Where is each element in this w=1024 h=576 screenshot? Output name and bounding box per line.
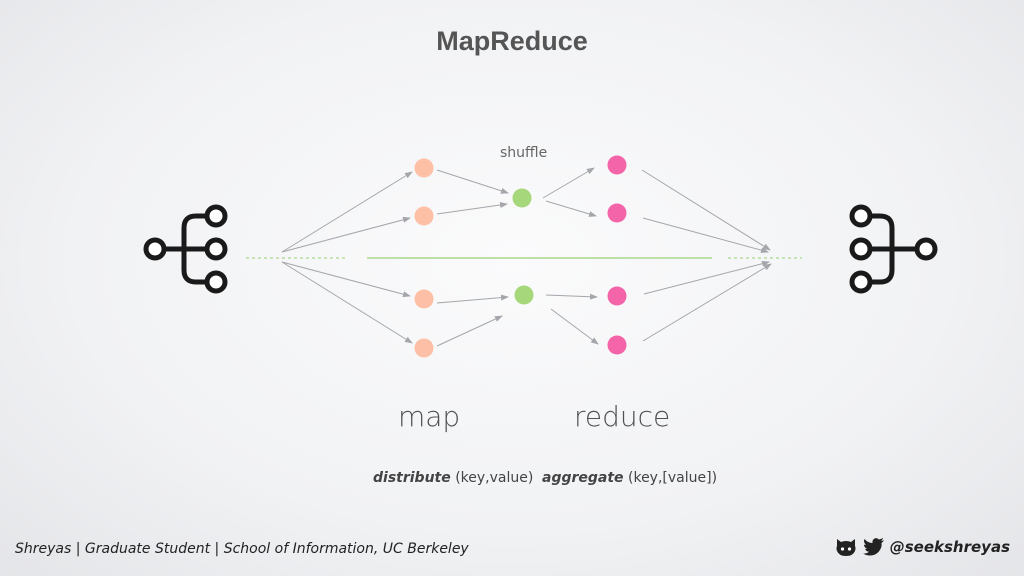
fork-merge-icon	[849, 204, 938, 294]
reduce-signature-verb: aggregate	[542, 470, 624, 486]
map-signature-verb: distribute	[373, 470, 451, 486]
reduce-signature: aggregate (key,[value])	[542, 470, 717, 486]
social-handle-group[interactable]: @seekshreyas	[834, 536, 1010, 558]
shuffle-label: shuffle	[500, 145, 548, 161]
arrow-shuffle-reduce-2	[545, 200, 597, 217]
arrow-input-map-1	[281, 171, 413, 253]
arrow-input-map-4	[281, 261, 413, 344]
reduce-signature-args: (key,[value])	[628, 470, 718, 486]
arrow-shuffle-reduce-3	[545, 293, 598, 300]
arrow-map-shuffle-3	[436, 294, 509, 304]
map-node-3	[414, 289, 434, 309]
arrow-map-shuffle-2	[436, 202, 508, 215]
arrow-map-shuffle-1	[436, 169, 509, 194]
arrow-reduce-output-2	[642, 217, 769, 254]
fork-split-icon	[143, 204, 228, 294]
arrow-shuffle-reduce-1	[542, 167, 595, 199]
twitter-bird-icon[interactable]	[862, 536, 886, 558]
arrow-map-shuffle-4	[436, 315, 503, 347]
shuffle-node-1	[512, 188, 532, 208]
slide-title: MapReduce	[436, 26, 588, 56]
reduce-node-1	[607, 155, 627, 175]
arrow-reduce-output-4	[642, 263, 772, 342]
twitter-handle: @seekshreyas	[889, 538, 1010, 556]
arrow-input-map-2	[281, 216, 411, 253]
footer-credit: Shreyas | Graduate Student | School of I…	[15, 541, 469, 557]
reduce-node-3	[607, 286, 627, 306]
reduce-stage-label: reduce	[574, 400, 671, 433]
map-signature-args: (key,value)	[455, 470, 534, 486]
arrow-reduce-output-3	[643, 260, 770, 295]
arrow-reduce-output-1	[641, 169, 771, 251]
shuffle-node-2	[514, 285, 534, 305]
reduce-node-4	[607, 335, 627, 355]
arrow-shuffle-reduce-4	[550, 308, 599, 345]
map-node-1	[414, 158, 434, 178]
map-node-4	[414, 338, 434, 358]
map-signature: distribute (key,value)	[373, 470, 533, 486]
map-stage-label: map	[398, 400, 461, 433]
map-node-2	[414, 206, 434, 226]
arrow-input-map-3	[281, 261, 411, 298]
reduce-node-2	[607, 203, 627, 223]
github-octocat-icon[interactable]	[834, 536, 858, 558]
